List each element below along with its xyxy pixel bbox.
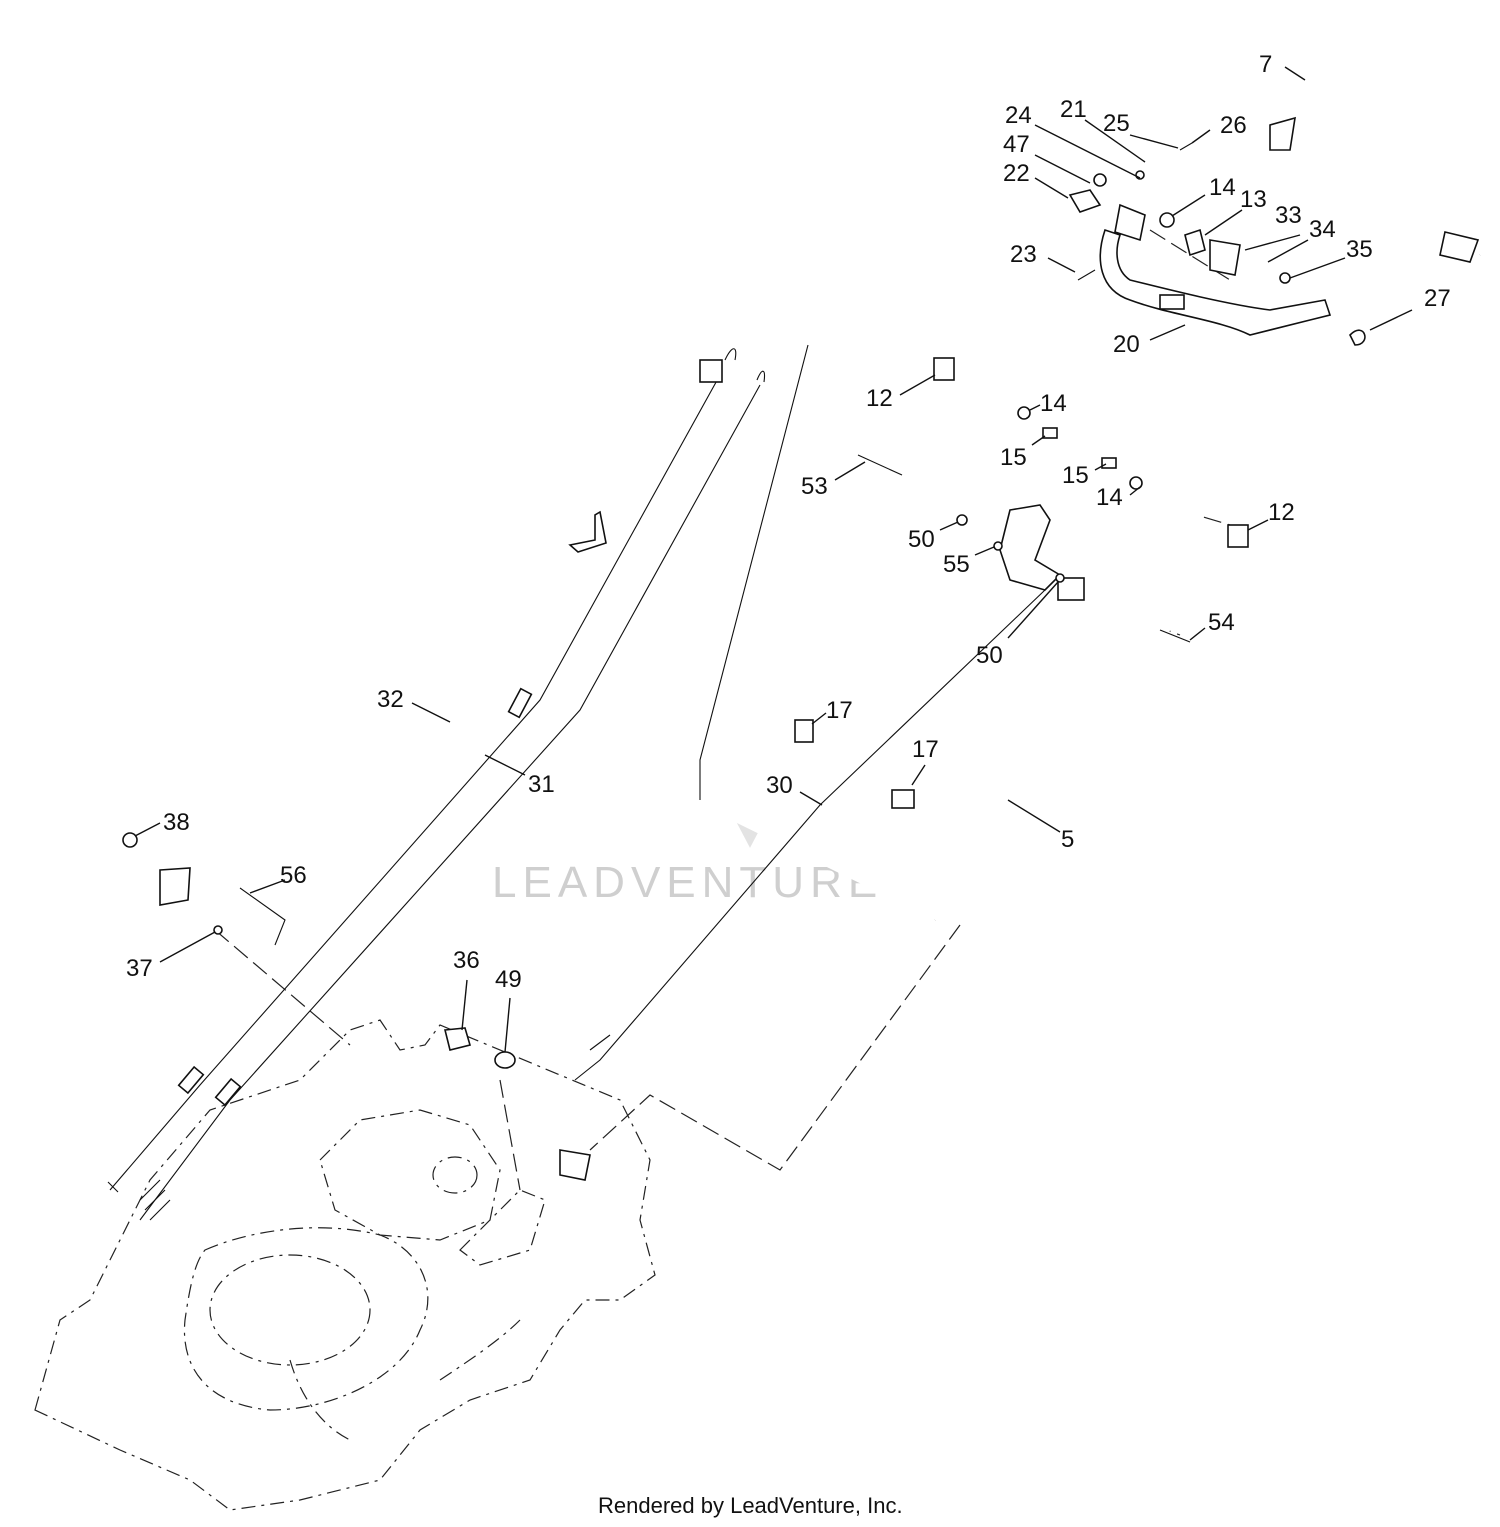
callout-7: 7 xyxy=(1259,51,1272,78)
callout-21: 21 xyxy=(1060,96,1087,123)
callout-labels: 7 24 21 25 26 47 22 14 13 33 34 35 23 27… xyxy=(126,51,1451,993)
upper-handle xyxy=(1269,36,1496,263)
watermark-text: LEADVENTURE xyxy=(492,858,883,907)
cables xyxy=(107,348,1046,1221)
callout-17-right: 17 xyxy=(912,736,939,763)
callout-14-upper: 14 xyxy=(1209,174,1236,201)
callout-54: 54 xyxy=(1208,609,1235,636)
callout-56: 56 xyxy=(280,862,307,889)
callout-12-left: 12 xyxy=(866,385,893,412)
callout-53: 53 xyxy=(801,473,828,500)
callout-32: 32 xyxy=(377,686,404,713)
callout-27: 27 xyxy=(1424,285,1451,312)
callout-17-left: 17 xyxy=(826,697,853,724)
credit-text: Rendered by LeadVenture, Inc. xyxy=(598,1493,903,1518)
hardware xyxy=(122,142,1366,1181)
callout-34: 34 xyxy=(1309,216,1336,243)
callout-14-lower: 14 xyxy=(1096,484,1123,511)
callout-37: 37 xyxy=(126,955,153,982)
callout-12-right: 12 xyxy=(1268,499,1295,526)
main-handle xyxy=(684,314,1204,923)
callout-15-right: 15 xyxy=(1062,462,1089,489)
callout-55: 55 xyxy=(943,551,970,578)
callout-14-mid: 14 xyxy=(1040,390,1067,417)
callout-35: 35 xyxy=(1346,236,1373,263)
leader-lines xyxy=(134,66,1413,1053)
callout-36: 36 xyxy=(453,947,480,974)
callout-30: 30 xyxy=(766,772,793,799)
callout-5: 5 xyxy=(1061,826,1074,853)
callout-20: 20 xyxy=(1113,331,1140,358)
callout-22: 22 xyxy=(1003,160,1030,187)
callout-50-upper: 50 xyxy=(908,526,935,553)
callout-38: 38 xyxy=(163,809,190,836)
mower-deck xyxy=(34,1019,656,1511)
callout-23: 23 xyxy=(1010,241,1037,268)
callout-33: 33 xyxy=(1275,202,1302,229)
callout-24: 24 xyxy=(1005,102,1032,129)
bail-bar xyxy=(1099,203,1332,336)
callout-47: 47 xyxy=(1003,131,1030,158)
callout-13: 13 xyxy=(1240,186,1267,213)
callout-31: 31 xyxy=(528,771,555,798)
callout-50-lower: 50 xyxy=(976,642,1003,669)
callout-49: 49 xyxy=(495,966,522,993)
callout-25: 25 xyxy=(1103,110,1130,137)
callout-26: 26 xyxy=(1220,112,1247,139)
callout-15-left: 15 xyxy=(1000,444,1027,471)
